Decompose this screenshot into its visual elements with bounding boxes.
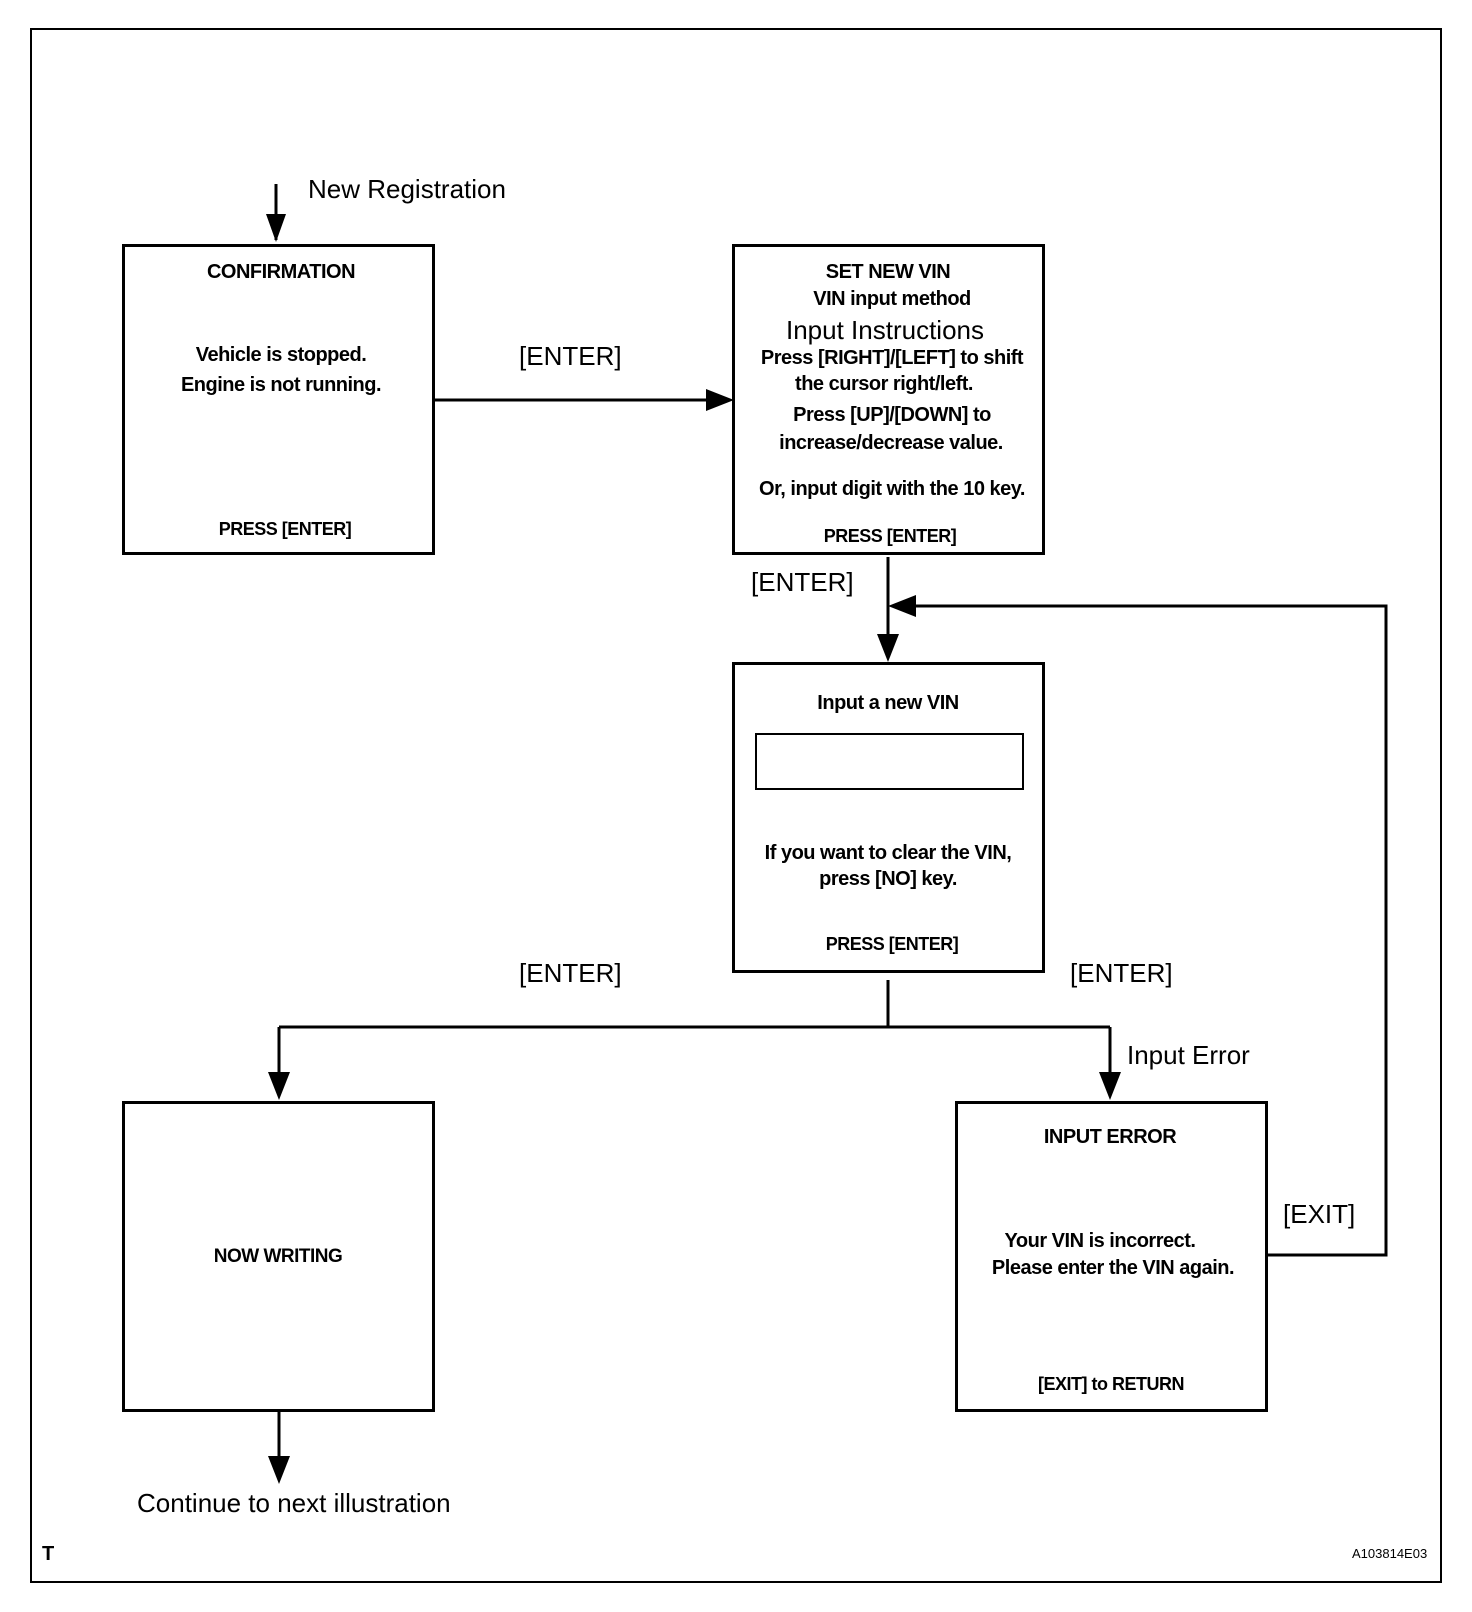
input-error-footer: [EXIT] to RETURN xyxy=(1038,1374,1184,1394)
label-enter-now-writing: [ENTER] xyxy=(519,958,622,988)
label-enter-set-vin: [ENTER] xyxy=(751,567,854,597)
now-writing-title: NOW WRITING xyxy=(213,1246,343,1267)
diagram-frame xyxy=(30,28,1442,1583)
now-writing-box: NOW WRITING xyxy=(122,1101,435,1412)
set-new-vin-line-2: the cursor right/left. xyxy=(795,373,973,395)
label-continue: Continue to next illustration xyxy=(137,1488,451,1518)
label-exit: [EXIT] xyxy=(1283,1199,1356,1229)
confirmation-title: CONFIRMATION xyxy=(206,261,356,283)
set-new-vin-box: SET NEW VIN VIN input method Input Instr… xyxy=(732,244,1045,555)
label-input-error: Input Error xyxy=(1127,1040,1250,1070)
label-new-registration: New Registration xyxy=(308,174,506,204)
input-error-line-2: Please enter the VIN again. xyxy=(991,1257,1235,1279)
set-new-vin-instructions-heading: Input Instructions xyxy=(786,315,984,345)
set-new-vin-line-3: Press [UP]/[DOWN] to xyxy=(793,404,991,426)
label-enter-confirmation: [ENTER] xyxy=(519,341,622,371)
input-new-vin-line-2: press [NO] key. xyxy=(819,868,957,890)
input-error-line-1: Your VIN is incorrect. xyxy=(1004,1230,1196,1252)
label-corner-t: T xyxy=(42,1543,54,1565)
label-enter-input-error: [ENTER] xyxy=(1070,958,1173,988)
set-new-vin-title: SET NEW VIN xyxy=(825,261,951,283)
set-new-vin-subtitle: VIN input method xyxy=(813,288,971,310)
set-new-vin-line-5: Or, input digit with the 10 key. xyxy=(759,478,1025,500)
input-new-vin-line-1: If you want to clear the VIN, xyxy=(764,842,1012,864)
line-exit-loop xyxy=(914,604,1388,1257)
input-new-vin-title: Input a new VIN xyxy=(817,692,959,714)
confirmation-line-2: Engine is not running. xyxy=(180,374,382,396)
label-figure-code: A103814E03 xyxy=(1352,1546,1428,1561)
input-error-box: INPUT ERROR Your VIN is incorrect. Pleas… xyxy=(955,1101,1268,1412)
set-new-vin-line-4: increase/decrease value. xyxy=(779,432,1003,454)
input-error-title: INPUT ERROR xyxy=(1043,1126,1177,1148)
input-new-vin-footer: PRESS [ENTER] xyxy=(825,934,959,954)
set-new-vin-footer: PRESS [ENTER] xyxy=(823,526,957,546)
confirmation-box: CONFIRMATION Vehicle is stopped. Engine … xyxy=(122,244,435,555)
input-new-vin-box: Input a new VIN If you want to clear the… xyxy=(732,662,1045,973)
vin-input-field[interactable] xyxy=(755,733,1024,790)
confirmation-footer: PRESS [ENTER] xyxy=(218,519,352,539)
confirmation-line-1: Vehicle is stopped. xyxy=(195,344,367,366)
set-new-vin-line-1: Press [RIGHT]/[LEFT] to shift xyxy=(760,347,1024,369)
